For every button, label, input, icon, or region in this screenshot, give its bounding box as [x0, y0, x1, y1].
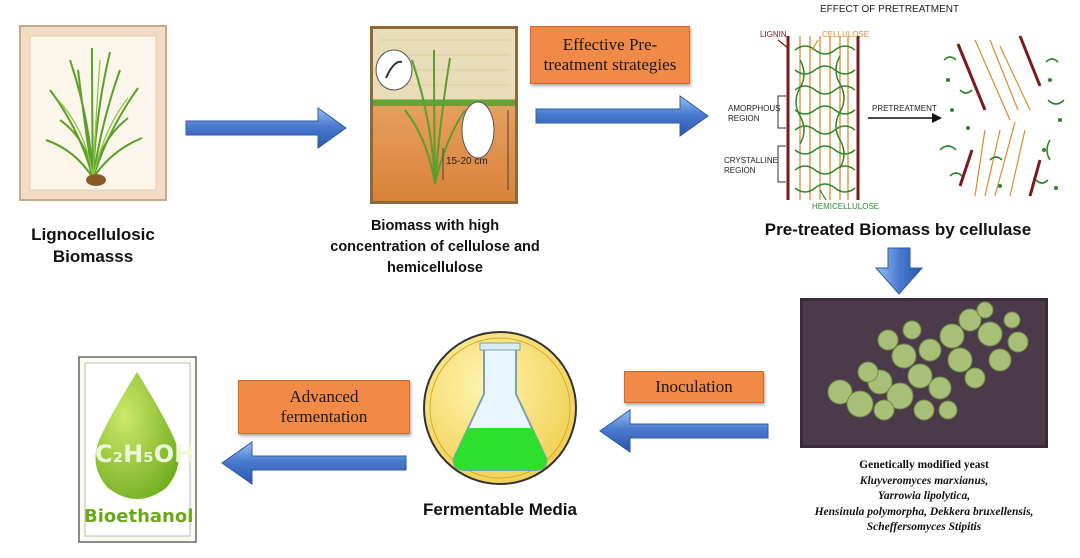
- arrow-1: [185, 107, 347, 149]
- yeast-species-1: Kluyveromyces marxianus,: [859, 474, 989, 487]
- measure-label: 15-20 cm: [446, 156, 488, 167]
- arrow-2: [535, 95, 709, 137]
- pretreated-label: Pre-treated Biomass by cellulase: [764, 220, 1032, 239]
- biomass-label: Lignocellulosic Biomasss: [31, 225, 155, 266]
- high-cellulose-image: [370, 26, 518, 204]
- cellulose-label: CELLULOSE: [822, 30, 870, 39]
- lignin-label: LIGNIN: [760, 30, 787, 39]
- arrow-down: [874, 247, 924, 295]
- pretreatment-title: EFFECT OF PRETREATMENT: [820, 4, 960, 15]
- bioethanol-formula: C₂H₅OH: [95, 440, 195, 468]
- bioethanol-label: Bioethanol: [84, 506, 194, 527]
- step-fermentation-line2: fermentation: [280, 407, 368, 426]
- step-pretreatment: Effective Pre- treatment strategies: [530, 26, 690, 84]
- pretreatment-diagram: [777, 35, 1065, 201]
- crystalline-label: CRYSTALLINE REGION: [724, 156, 778, 176]
- amorphous-line2: REGION: [728, 114, 760, 123]
- high-cellulose-line3: hemicellulose: [387, 260, 483, 276]
- step-pretreatment-line2: treatment strategies: [543, 55, 677, 74]
- amorphous-line1: AMORPHOUS: [728, 104, 781, 113]
- step-inoculation: Inoculation: [624, 371, 764, 403]
- media-label: Fermentable Media: [423, 500, 577, 519]
- step-pretreatment-line1: Effective Pre-: [562, 35, 658, 54]
- yeast-image: [800, 298, 1048, 448]
- crystalline-line1: CRYSTALLINE: [724, 156, 778, 165]
- yeast-species-2: Yarrowia lipolytica,: [877, 490, 971, 502]
- arrow-3: [599, 409, 769, 453]
- yeast-caption: Genetically modified yeast Kluyveromyces…: [790, 458, 1058, 536]
- yeast-species-3: Hensinula polymorpha, Dekkera bruxellens…: [814, 505, 1034, 518]
- step-fermentation: Advanced fermentation: [238, 380, 410, 434]
- high-cellulose-label: Biomass with high concentration of cellu…: [300, 216, 570, 279]
- yeast-title: Genetically modified yeast: [859, 459, 989, 471]
- amorphous-label: AMORPHOUS REGION: [728, 104, 780, 124]
- yeast-species-4: Scheffersomyces Stipitis: [866, 521, 982, 533]
- bioethanol-image: [78, 356, 197, 543]
- step-fermentation-line1: Advanced: [289, 387, 359, 406]
- fermentable-media-image: [423, 331, 577, 485]
- pretreatment-arrow-label: PRETREATMENT: [872, 104, 937, 113]
- biomass-plant-image: [19, 25, 167, 201]
- hemicellulose-label: HEMICELLULOSE: [812, 202, 880, 211]
- arrow-4: [221, 441, 407, 485]
- crystalline-line2: REGION: [724, 166, 756, 175]
- high-cellulose-line2: concentration of cellulose and: [330, 239, 540, 255]
- high-cellulose-line1: Biomass with high: [370, 218, 500, 234]
